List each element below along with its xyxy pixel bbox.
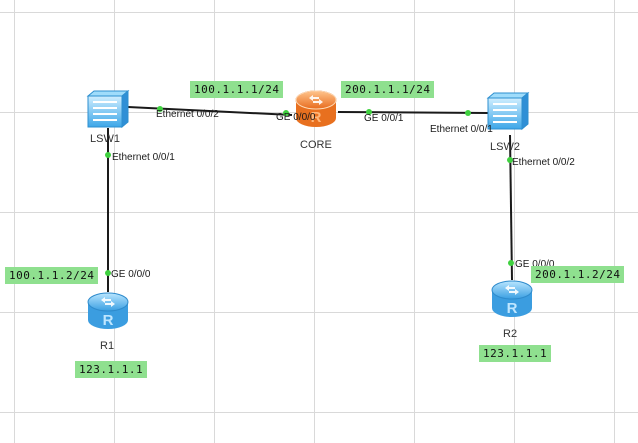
router-icon: R <box>295 90 337 127</box>
port-label-lsw1-e002: Ethernet 0/0/2 <box>156 109 219 120</box>
device-r2[interactable]: R <box>488 276 536 327</box>
port-dot-core-ge000 <box>283 110 289 116</box>
switch-icon <box>486 91 530 131</box>
ip-label-r2-loopback[interactable]: 123.1.1.1 <box>479 345 552 362</box>
device-core[interactable]: R <box>292 86 340 137</box>
port-label-r2-ge000: GE 0/0/0 <box>515 259 555 270</box>
device-lsw2[interactable] <box>484 90 530 137</box>
port-dot-lsw1-e001 <box>105 152 111 158</box>
svg-text:R: R <box>103 312 114 329</box>
router-icon: R <box>87 292 129 329</box>
port-label-lsw1-e001: Ethernet 0/0/1 <box>112 152 175 163</box>
svg-text:R: R <box>311 109 322 126</box>
port-label-core-ge001: GE 0/0/1 <box>364 113 404 124</box>
port-dot-r1-ge000 <box>105 270 111 276</box>
svg-text:R: R <box>507 300 518 317</box>
port-dot-core-ge001 <box>366 109 372 115</box>
link-core-lsw2[interactable] <box>337 111 489 114</box>
router-icon: R <box>491 280 533 317</box>
port-dot-lsw2-e002 <box>507 157 513 163</box>
device-label-lsw1: LSW1 <box>90 133 120 145</box>
link-lsw1-core[interactable] <box>127 106 293 116</box>
device-label-core: CORE <box>300 139 332 151</box>
device-lsw1[interactable] <box>84 88 130 135</box>
device-label-r2: R2 <box>503 328 518 340</box>
ip-label-core-ge000[interactable]: 100.1.1.1/24 <box>190 81 284 98</box>
port-dot-lsw2-e001 <box>465 110 471 116</box>
port-label-lsw2-e001: Ethernet 0/0/1 <box>430 124 493 135</box>
port-dot-r2-ge000 <box>508 260 514 266</box>
ip-label-core-ge001[interactable]: 200.1.1.1/24 <box>341 81 435 98</box>
device-label-r1: R1 <box>100 340 115 352</box>
ip-label-r1-loopback[interactable]: 123.1.1.1 <box>75 361 148 378</box>
port-label-core-ge000: GE 0/0/0 <box>276 112 316 123</box>
device-r1[interactable]: R <box>84 288 132 339</box>
ip-label-r2-ge000[interactable]: 200.1.1.2/24 <box>531 266 625 283</box>
ip-label-r1-ge000[interactable]: 100.1.1.2/24 <box>5 267 99 284</box>
switch-icon <box>86 89 130 129</box>
device-label-lsw2: LSW2 <box>490 141 520 153</box>
port-label-r1-ge000: GE 0/0/0 <box>111 269 151 280</box>
port-label-lsw2-e002: Ethernet 0/0/2 <box>512 157 575 168</box>
port-dot-lsw1-e002 <box>157 106 163 112</box>
